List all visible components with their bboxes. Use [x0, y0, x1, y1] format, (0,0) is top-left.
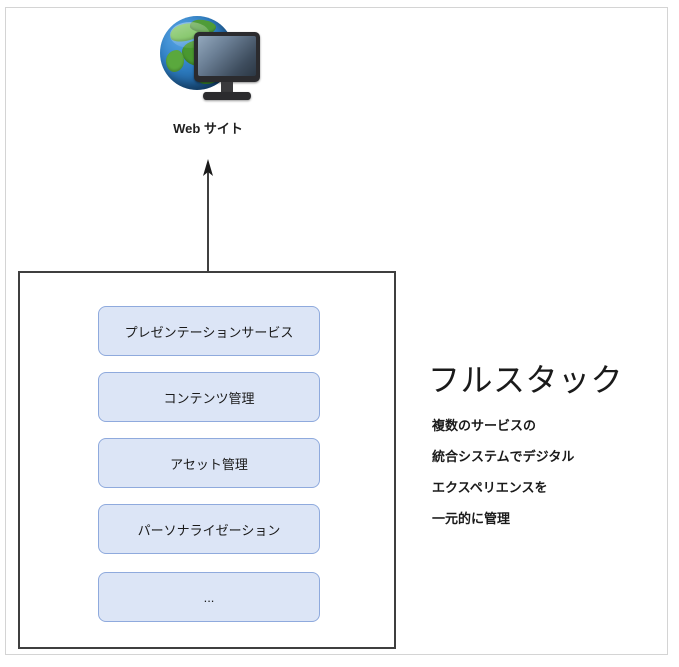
service-box-more[interactable]: ... [98, 572, 320, 622]
full-stack-container: プレゼンテーションサービス コンテンツ管理 アセット管理 パーソナライゼーション… [18, 271, 396, 649]
side-heading: フルスタック [428, 362, 624, 398]
service-box-personalization[interactable]: パーソナライゼーション [98, 504, 320, 554]
globe-monitor-icon [148, 8, 268, 112]
side-body-line: 一元的に管理 [432, 511, 511, 526]
monitor-icon [194, 32, 260, 104]
service-box-label: アセット管理 [170, 456, 248, 472]
service-box-label: プレゼンテーションサービス [124, 324, 294, 340]
side-body-line: 複数のサービスの [432, 418, 537, 433]
service-box-presentation[interactable]: プレゼンテーションサービス [98, 306, 320, 356]
side-description: フルスタック 複数のサービスの 統合システムでデジタル エクスペリエンスを 一元… [428, 360, 658, 534]
service-box-label: パーソナライゼーション [137, 522, 281, 538]
node-website-label: Web サイト [173, 121, 243, 136]
service-box-label: コンテンツ管理 [163, 390, 255, 406]
service-box-asset-management[interactable]: アセット管理 [98, 438, 320, 488]
node-website[interactable]: Web サイト [148, 8, 268, 138]
side-body-line: エクスペリエンスを [432, 480, 548, 495]
service-box-label: ... [203, 589, 215, 605]
upward-arrow-icon [196, 156, 220, 276]
side-body: 複数のサービスの 統合システムでデジタル エクスペリエンスを 一元的に管理 [432, 410, 658, 534]
side-body-line: 統合システムでデジタル [432, 449, 575, 464]
service-box-content-management[interactable]: コンテンツ管理 [98, 372, 320, 422]
